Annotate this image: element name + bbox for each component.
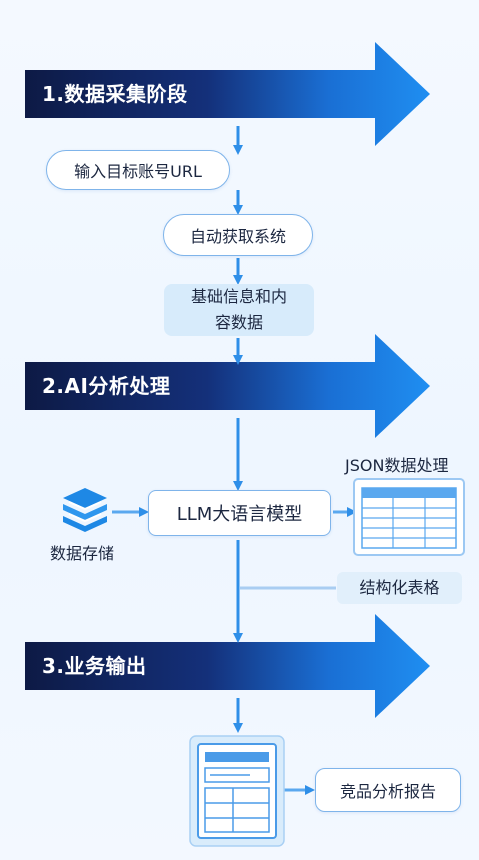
- json-processing-label: JSON数据处理: [345, 456, 449, 475]
- stage3-banner: [25, 614, 430, 718]
- stage1-label: 1.数据采集阶段: [42, 82, 188, 106]
- llm-node: LLM大语言模型: [148, 490, 331, 536]
- database-stack-icon: [63, 488, 107, 532]
- basic-info-line2: 容数据: [214, 313, 263, 332]
- spreadsheet-icon: [353, 478, 465, 556]
- input-url-node: 输入目标账号URL: [46, 150, 230, 190]
- stage2-label: 2.AI分析处理: [42, 374, 171, 398]
- stage1-banner: [25, 42, 430, 146]
- basic-info-node: 基础信息和内 容数据: [164, 284, 314, 336]
- structured-table-node: 结构化表格: [337, 572, 462, 604]
- document-report-icon: [189, 735, 285, 847]
- auto-fetch-node: 自动获取系统: [163, 214, 313, 256]
- basic-info-line1: 基础信息和内: [190, 287, 287, 306]
- competitor-report-node: 竞品分析报告: [315, 768, 461, 812]
- data-storage-label: 数据存储: [50, 544, 115, 563]
- stage3-label: 3.业务输出: [42, 654, 147, 678]
- stage2-banner: [25, 334, 430, 438]
